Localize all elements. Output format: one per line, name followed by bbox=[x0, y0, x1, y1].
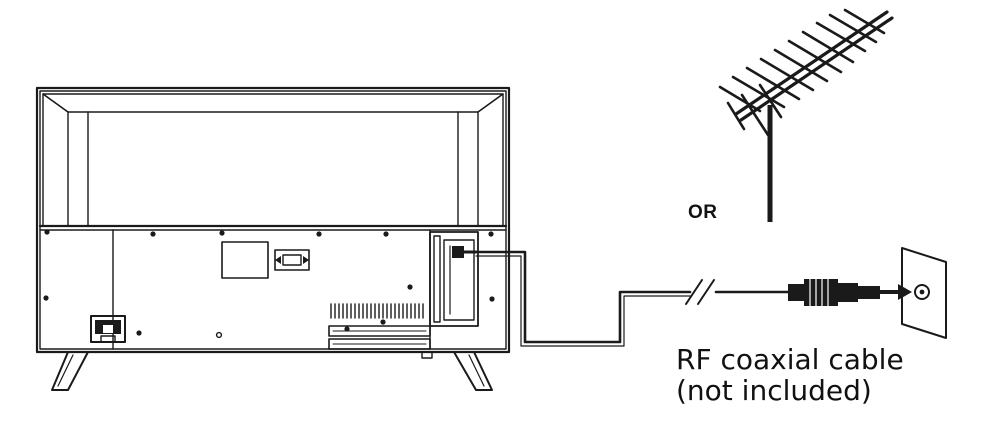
tv-stand-left bbox=[51, 351, 89, 391]
tv-label-plate bbox=[221, 241, 269, 279]
tv-bottom-ports bbox=[328, 325, 431, 350]
wall-outlet bbox=[901, 247, 947, 339]
or-label: OR bbox=[688, 202, 718, 223]
tv-rear-panel bbox=[35, 86, 511, 391]
cable-caption-line1: RF coaxial cable bbox=[676, 343, 904, 376]
tv-top-bevel bbox=[42, 93, 504, 113]
tv-power-socket bbox=[90, 315, 126, 343]
cable-caption: RF coaxial cable (not included) bbox=[676, 344, 904, 406]
coax-plug bbox=[788, 278, 912, 307]
antenna-icon bbox=[718, 8, 894, 222]
tv-side-port-panel bbox=[429, 231, 479, 327]
tv-stand-right bbox=[453, 351, 493, 391]
tv-vent-grille bbox=[330, 303, 424, 319]
tv-mount-plate bbox=[274, 249, 310, 271]
tv-screws bbox=[43, 229, 495, 336]
rf-coaxial-cable bbox=[452, 246, 912, 347]
cable-caption-line2: (not included) bbox=[676, 374, 872, 407]
tv-outer-frame bbox=[35, 86, 511, 354]
